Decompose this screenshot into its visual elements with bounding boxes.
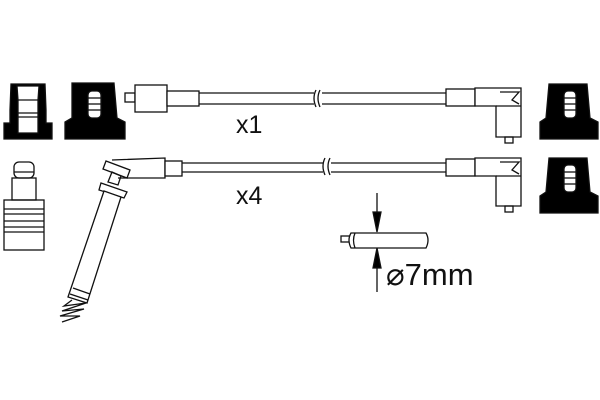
arrow-up-icon [372,247,382,269]
quantity-label-x1: x1 [236,111,263,139]
ignition-cable-top [124,84,522,144]
rubber-boot-cutaway [3,83,53,140]
rubber-boot [64,82,126,140]
diameter-label: ⌀7mm [386,257,474,292]
cable-diameter-detail [340,193,429,292]
plug-terminal [3,161,45,251]
rubber-boot [539,83,599,140]
ignition-cable-bottom [59,157,522,323]
rubber-boot [539,157,599,214]
arrow-down-icon [372,211,382,233]
quantity-label-x4: x4 [236,182,263,210]
